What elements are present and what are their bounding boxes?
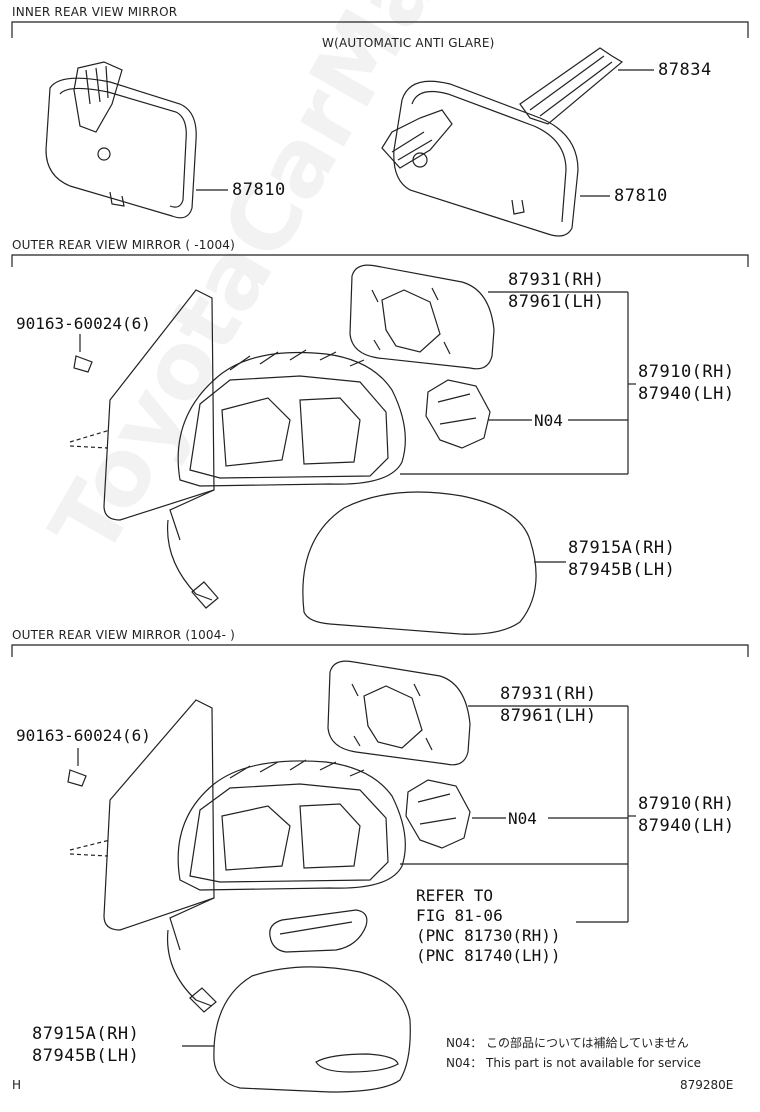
- outer1-leaders: [79, 291, 636, 563]
- outer2-glass-lh: 87961(LH): [500, 706, 597, 726]
- outer2-mirror-glass-drawing: [327, 660, 471, 766]
- outer2-section-frame: [11, 644, 749, 657]
- part-87810-b: 87810: [614, 186, 668, 206]
- outer2-refer-line-4: (PNC 81740(LH)): [416, 946, 561, 965]
- section-title-outer-2: OUTER REAR VIEW MIRROR (1004- ): [12, 628, 235, 642]
- outer1-cover-drawing: [302, 491, 537, 635]
- outer1-cover-rh: 87915A(RH): [568, 538, 676, 558]
- outer2-cover-lh: 87945B(LH): [32, 1046, 140, 1066]
- outer2-bolt-label: 90163-60024(6): [16, 726, 151, 745]
- outer1-bolt-label: 90163-60024(6): [16, 314, 151, 333]
- outer1-glass-lh: 87961(LH): [508, 292, 605, 312]
- outer1-assy-rh: 87910(RH): [638, 362, 735, 382]
- inner-section-frame: [11, 21, 749, 38]
- outer2-actuator-drawing: [405, 779, 471, 849]
- outer1-section-frame: [11, 254, 749, 267]
- outer1-assy-lh: 87940(LH): [638, 384, 735, 404]
- outer2-n04-label: N04: [508, 809, 537, 828]
- section-title-outer-1: OUTER REAR VIEW MIRROR ( -1004): [12, 238, 235, 252]
- outer1-door-panel-drawing: [69, 289, 219, 609]
- outer2-door-panel-drawing: [67, 699, 217, 1013]
- outer1-cover-lh: 87945B(LH): [568, 560, 676, 580]
- outer2-refer-line-1: REFER TO: [416, 886, 494, 905]
- outer2-refer-line-3: (PNC 81730(RH)): [416, 926, 561, 945]
- variant-label: W(AUTOMATIC ANTI GLARE): [322, 36, 495, 50]
- inner-mirror-standard-drawing: [45, 61, 197, 219]
- outer2-assy-rh: 87910(RH): [638, 794, 735, 814]
- footer-left-code: H: [12, 1078, 22, 1092]
- figure-number: 879280E: [680, 1078, 734, 1092]
- outer2-refer-line-2: FIG 81-06: [416, 906, 503, 925]
- note-japanese: N04： この部品については補給していません: [446, 1036, 689, 1050]
- outer1-n04-label: N04: [534, 411, 563, 430]
- outer1-mirror-glass-drawing: [349, 264, 495, 370]
- part-87810-a: 87810: [232, 180, 286, 200]
- section-title-inner: INNER REAR VIEW MIRROR: [12, 5, 178, 19]
- outer1-mirror-housing-drawing: [177, 349, 406, 487]
- outer2-mirror-housing-drawing: [177, 759, 406, 891]
- outer2-cover-drawing: [213, 966, 411, 1093]
- outer2-cover-rh: 87915A(RH): [32, 1024, 140, 1044]
- outer1-glass-rh: 87931(RH): [508, 270, 605, 290]
- outer2-leaders: [77, 705, 636, 1047]
- note-english: N04： This part is not available for serv…: [446, 1056, 701, 1070]
- outer1-actuator-drawing: [425, 379, 491, 449]
- outer2-glass-rh: 87931(RH): [500, 684, 597, 704]
- outer2-turn-signal-drawing: [269, 909, 368, 953]
- outer2-assy-lh: 87940(LH): [638, 816, 735, 836]
- inner-mirror-auto-drawing: [381, 47, 624, 237]
- part-87834: 87834: [658, 60, 712, 80]
